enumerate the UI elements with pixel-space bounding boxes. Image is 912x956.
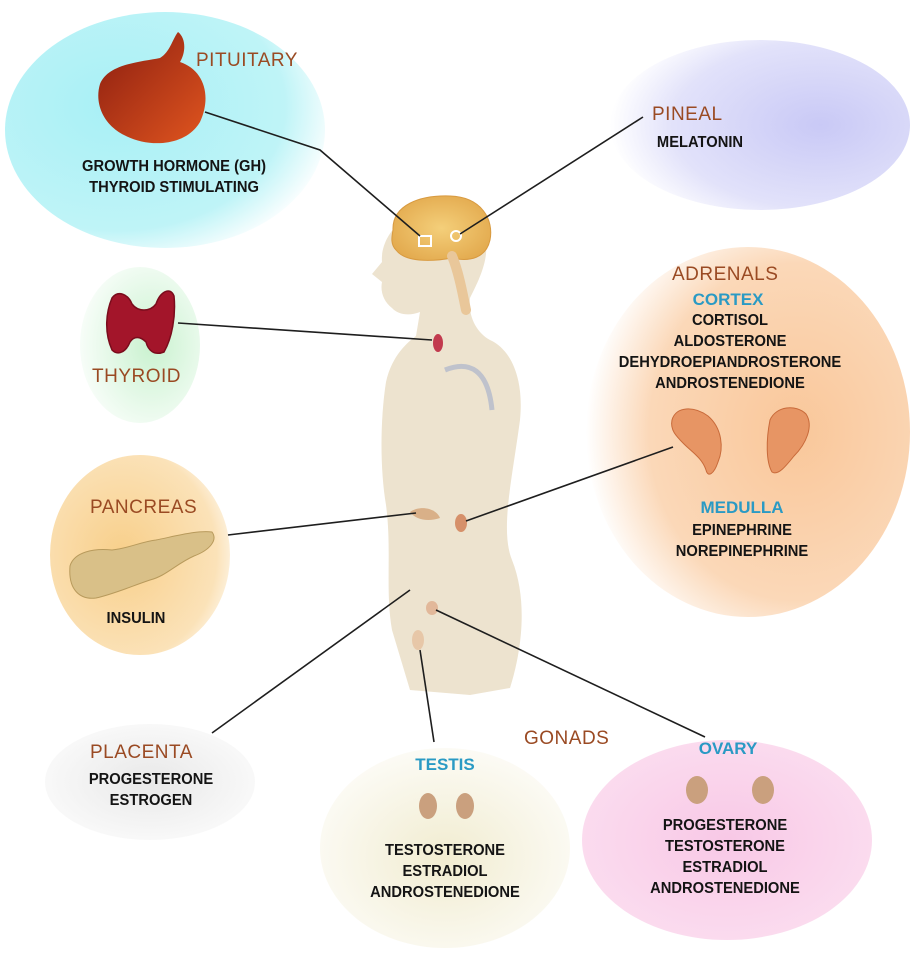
thyroid-gland-icon (106, 290, 176, 354)
body-adrenal-icon (455, 514, 467, 532)
adrenals-medulla-hormones: EPINEPHRINE NOREPINEPHRINE (659, 520, 825, 562)
thyroid-bubble (80, 267, 200, 423)
body-thyroid-icon (433, 334, 443, 352)
adrenals-connector (465, 446, 674, 522)
hormone-item: ESTRADIOL (402, 863, 488, 880)
hormone-item: ESTROGEN (109, 792, 193, 809)
brain-stem (447, 251, 471, 315)
ovary-connector (435, 609, 706, 738)
pineal-hormones: MELATONIN (645, 132, 755, 153)
adrenal-left-icon (671, 408, 722, 475)
pituitary-connector (204, 111, 421, 237)
testis-right-icon (456, 793, 474, 819)
adrenals-medulla-label: MEDULLA (700, 498, 784, 517)
hormone-item: INSULIN (106, 610, 166, 627)
gonads-title: GONADS (524, 728, 610, 749)
testis-left-icon (419, 793, 437, 819)
adrenals-cortex-label: CORTEX (692, 290, 764, 309)
testis-bubble (320, 748, 570, 948)
adrenals-cortex-hormones: CORTISOL ALDOSTERONE DEHYDROEPIANDROSTER… (592, 310, 868, 394)
pituitary-marker (418, 235, 432, 247)
ovary-bubble (582, 740, 872, 940)
pancreas-hormones: INSULIN (99, 608, 173, 629)
pituitary-hormones: GROWTH HORMONE (GH) THYROID STIMULATING (54, 156, 293, 198)
placenta-connector (211, 589, 411, 734)
pancreas-gland-icon (69, 531, 215, 599)
pineal-marker (450, 230, 462, 242)
hormone-item: GROWTH HORMONE (GH) (82, 158, 266, 175)
adrenals-bubble (586, 247, 910, 617)
testis-hormones: TESTOSTERONE ESTRADIOL ANDROSTENEDIONE (348, 840, 541, 903)
brain-icon (391, 195, 492, 261)
hormone-item: CORTISOL (691, 312, 769, 329)
adrenal-right-icon (766, 407, 810, 474)
hormone-item: TESTOSTERONE (665, 838, 785, 855)
placenta-title: PLACENTA (90, 742, 193, 763)
body-pancreas-icon (410, 508, 440, 520)
body-ovary-icon (426, 601, 438, 615)
hormone-item: DEHYDROEPIANDROSTERONE (618, 354, 842, 371)
hormone-item: THYROID STIMULATING (89, 179, 259, 196)
pituitary-gland-icon (98, 32, 206, 144)
thyroid-connector (177, 322, 433, 341)
hormone-item: PROGESTERONE (662, 817, 788, 834)
placenta-hormones: PROGESTERONE ESTROGEN (73, 769, 229, 811)
connector-lines (177, 111, 706, 743)
hormone-item: ANDROSTENEDIONE (370, 884, 520, 901)
hormone-item: ANDROSTENEDIONE (650, 880, 800, 897)
pancreas-title: PANCREAS (90, 497, 198, 518)
hormone-item: ANDROSTENEDIONE (655, 375, 805, 392)
testis-connector (419, 649, 435, 743)
pineal-bubble (610, 40, 910, 210)
pineal-title: PINEAL (652, 104, 723, 125)
ovary-title: OVARY (698, 739, 758, 758)
hormone-item: EPINEPHRINE (692, 522, 792, 539)
body-testis-icon (412, 630, 424, 650)
ovary-hormones: PROGESTERONE TESTOSTERONE ESTRADIOL ANDR… (628, 815, 821, 899)
hormone-item: NOREPINEPHRINE (675, 543, 809, 560)
pancreas-connector (227, 512, 417, 536)
thyroid-title: THYROID (92, 366, 181, 387)
hormone-item: TESTOSTERONE (385, 842, 505, 859)
human-body-silhouette (372, 214, 522, 695)
pituitary-title: PITUITARY (196, 50, 298, 71)
ovary-left-icon (686, 776, 708, 804)
hormone-item: ALDOSTERONE (673, 333, 787, 350)
pineal-connector (459, 116, 644, 235)
placenta-bubble (45, 724, 255, 840)
testis-title: TESTIS (415, 755, 475, 774)
hormone-item: ESTRADIOL (682, 859, 768, 876)
hormone-item: MELATONIN (656, 134, 744, 151)
hormone-item: PROGESTERONE (88, 771, 214, 788)
adrenals-title: ADRENALS (672, 264, 779, 285)
ovary-right-icon (752, 776, 774, 804)
